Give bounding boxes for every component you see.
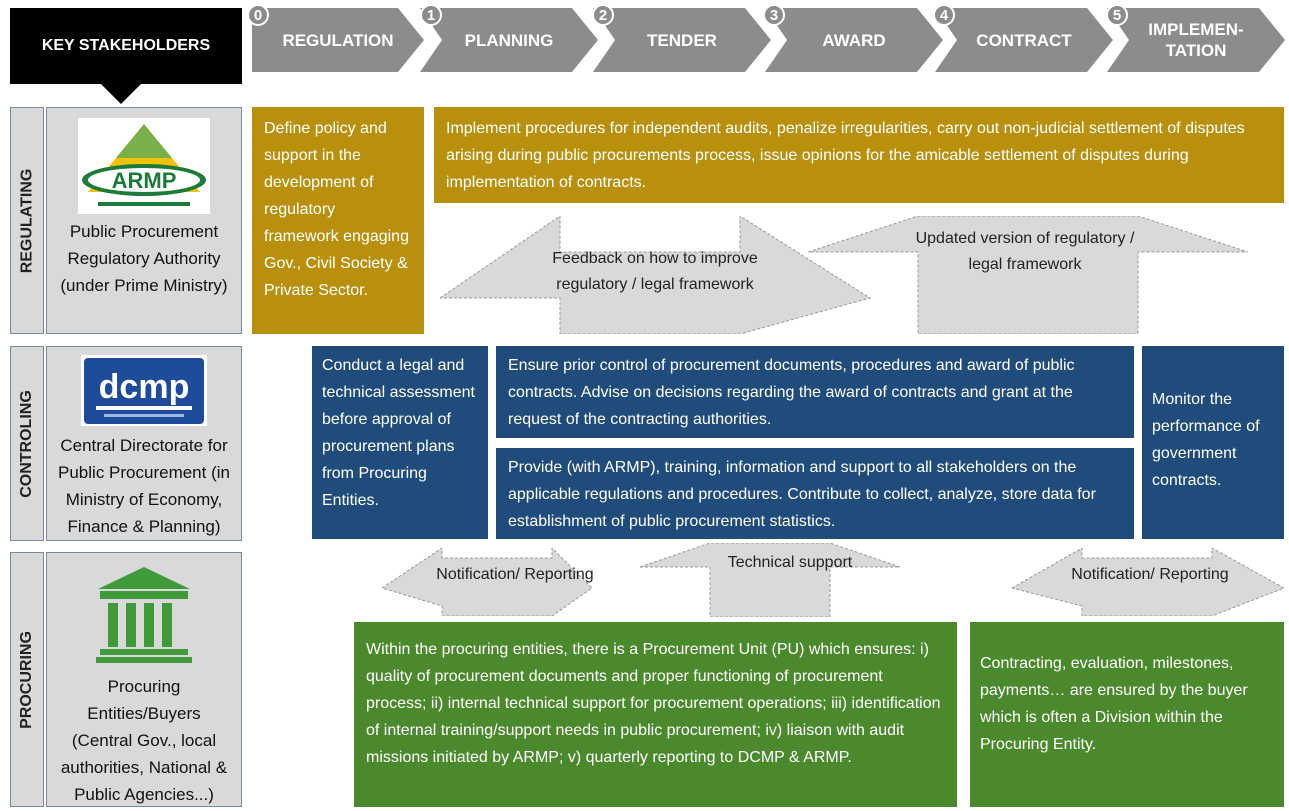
updated-framework-label: Updated version of regulatory / legal fr…	[915, 230, 1135, 273]
armp-logo: ARMP	[78, 118, 210, 214]
notification-reporting-right-arrow	[1012, 548, 1284, 616]
notification-left-label: Notification/ Reporting	[436, 566, 594, 583]
technical-support-arrow	[640, 543, 900, 617]
svg-text:ARMP: ARMP	[112, 168, 177, 193]
phase-implementation: IMPLEMEN- TATION	[1107, 8, 1285, 72]
armp-logo-icon: ARMP	[82, 124, 206, 206]
stakeholder-dcmp: dcmp Central Directorate for Public Proc…	[46, 346, 242, 541]
box-training-support: Provide (with ARMP), training, informati…	[496, 448, 1134, 539]
phase-contract: CONTRACT	[935, 8, 1113, 72]
row-label-controling: CONTROLING	[10, 346, 44, 541]
updated-framework-arrow	[808, 216, 1248, 334]
phase-number-badge: 1	[420, 4, 442, 26]
feedback-arrow-label: Feedback on how to improve regulatory / …	[552, 250, 758, 293]
box-monitor-performance: Monitor the performance of government co…	[1142, 346, 1284, 539]
row-label-text: CONTROLING	[18, 389, 36, 498]
row-label-text: PROCURING	[18, 630, 35, 729]
row-label-text: REGULATING	[18, 168, 35, 273]
notification-right-label: Notification/ Reporting	[1071, 566, 1229, 583]
dcmp-logo: dcmp	[81, 355, 207, 426]
row-label-procuring: PROCURING	[10, 552, 44, 807]
dcmp-logo-icon: dcmp	[84, 357, 204, 424]
phase-tender: TENDER	[593, 8, 771, 72]
box-contracting-buyer: Contracting, evaluation, milestones, pay…	[970, 622, 1284, 807]
phase-label: IMPLEMEN- TATION	[1148, 20, 1244, 60]
phase-number-badge: 5	[1106, 4, 1128, 26]
technical-support-label: Technical support	[727, 554, 853, 571]
feedback-arrow	[440, 216, 872, 334]
box-procurement-unit: Within the procuring entities, there is …	[354, 622, 957, 807]
stakeholder-name: Procuring Entities/Buyers (Central Gov.,…	[60, 677, 228, 804]
row-label-regulating: REGULATING	[10, 107, 44, 334]
phase-number-badge: 0	[247, 4, 269, 26]
stakeholder-name: Central Directorate for Public Procureme…	[58, 436, 230, 536]
stakeholder-name: Public Procurement Regulatory Authority …	[60, 222, 228, 295]
stakeholder-armp: ARMP Public Procurement Regulatory Autho…	[46, 107, 242, 334]
phase-label: CONTRACT	[976, 30, 1072, 50]
phase-planning: PLANNING	[420, 8, 598, 72]
phase-number-badge: 3	[763, 4, 785, 26]
key-stakeholders-pointer	[101, 84, 141, 104]
phase-label: REGULATION	[282, 30, 394, 50]
box-legal-assessment: Conduct a legal and technical assessment…	[312, 346, 488, 539]
phase-label: TENDER	[647, 30, 717, 50]
key-stakeholders-header: KEY STAKEHOLDERS	[10, 8, 242, 84]
phase-label: AWARD	[822, 30, 886, 50]
phase-number-badge: 4	[933, 4, 955, 26]
notification-reporting-left-arrow	[382, 548, 592, 616]
key-stakeholders-label: KEY STAKEHOLDERS	[41, 37, 211, 54]
phase-award: AWARD	[765, 8, 943, 72]
phase-label: PLANNING	[464, 30, 554, 50]
stakeholder-procuring-entities: Procuring Entities/Buyers (Central Gov.,…	[46, 552, 242, 807]
phase-number-badge: 2	[592, 4, 614, 26]
box-define-policy: Define policy and support in the develop…	[252, 107, 424, 334]
svg-text:dcmp: dcmp	[99, 368, 190, 406]
phase-regulation: REGULATION	[252, 8, 424, 72]
box-implement-audits: Implement procedures for independent aud…	[434, 107, 1284, 203]
building-icon	[96, 567, 192, 673]
box-prior-control: Ensure prior control of procurement docu…	[496, 346, 1134, 438]
